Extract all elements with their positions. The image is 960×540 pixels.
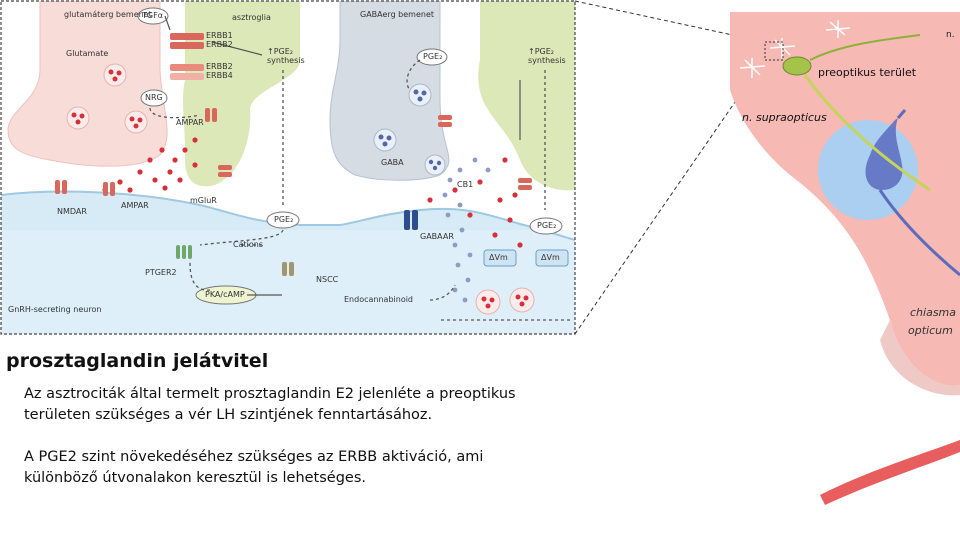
label-erbb2-top: ERBB2	[206, 40, 233, 49]
label-glutamate: Glutamate	[66, 49, 109, 58]
label-gaba: GABA	[381, 158, 404, 167]
label-cb1: CB1	[457, 180, 474, 189]
label-nmdar: NMDAR	[57, 207, 87, 216]
label-astroglia: asztroglia	[232, 13, 271, 22]
label-gabaergic-input: GABAerg bemenet	[360, 10, 435, 19]
inset-border	[0, 0, 576, 335]
label-gnrh-neuron: GnRH-secreting neuron	[8, 305, 102, 314]
hypothalamus-anatomy	[730, 12, 960, 505]
optic-chiasm-area	[880, 320, 960, 396]
paragraph-pge2-role: Az asztrociták által termelt prosztaglan…	[24, 386, 516, 423]
label-mglur: mGluR	[190, 196, 217, 205]
label-pka-camp: PKA/cAMP	[205, 290, 245, 299]
label-tgfa: TGFα	[142, 11, 163, 20]
ptger2-receptor	[176, 245, 192, 259]
label-erbb4: ERBB4	[206, 71, 233, 80]
arrows	[149, 59, 570, 321]
astroglia-right	[478, 1, 575, 191]
gaba-vesicles	[373, 83, 446, 176]
preoptic-neuron	[782, 56, 812, 76]
label-nscc: NSCC	[316, 275, 339, 284]
signal-boxes	[137, 7, 569, 305]
label-n-top: n.	[946, 30, 955, 40]
neuron-vesicles	[475, 287, 535, 315]
label-erbb2-bottom: ERBB2	[206, 62, 233, 71]
slide-title: prosztaglandin jelátvitel	[6, 350, 269, 372]
label-delta-vm-2: ΔVm	[541, 253, 560, 262]
label-cations: Cations	[233, 240, 263, 249]
label-ampar-astro: AMPAR	[176, 118, 204, 127]
label-preoptic-area: preoptikus terület	[818, 66, 917, 79]
label-pge2-synthesis-right: ↑PGE₂ synthesis	[528, 47, 566, 65]
label-delta-vm-1: ΔVm	[489, 253, 508, 262]
label-chiasma: chiasma	[910, 306, 957, 319]
label-ptger2: PTGER2	[145, 268, 177, 277]
gabaa-receptor	[404, 210, 418, 230]
label-erbb1: ERBB1	[206, 31, 233, 40]
released-glutamate	[102, 137, 523, 248]
label-ampar: AMPAR	[121, 201, 149, 210]
label-pge2-a: PGE₂	[423, 52, 443, 61]
label-n-supraopticus: n. supraopticus	[742, 111, 827, 124]
erbb-receptors	[170, 33, 204, 80]
label-pge2-c: PGE₂	[537, 221, 557, 230]
neuron-cell	[865, 118, 903, 190]
label-pge2-synthesis-left: ↑PGE₂ synthesis	[267, 47, 305, 65]
paragraph-erbb-activation: A PGE2 szint növekedéséhez szükséges az …	[24, 449, 484, 486]
solid-arrows	[164, 15, 521, 296]
blood-vessel	[820, 440, 960, 505]
label-gabaar: GABAAR	[420, 232, 454, 241]
glutamate-vesicles	[66, 63, 148, 134]
label-nrg: NRG	[145, 93, 163, 102]
label-opticum: opticum	[908, 324, 953, 337]
label-endocannabinoid: Endocannabinoid	[344, 295, 414, 304]
astroglia-process	[182, 1, 300, 187]
gabaergic-terminal	[329, 1, 450, 181]
label-pge2-b: PGE₂	[274, 215, 294, 224]
label-glutamatergic-input: glutamáterg bemenet	[64, 10, 152, 19]
receptors	[55, 108, 532, 196]
nscc-channel	[282, 262, 294, 276]
